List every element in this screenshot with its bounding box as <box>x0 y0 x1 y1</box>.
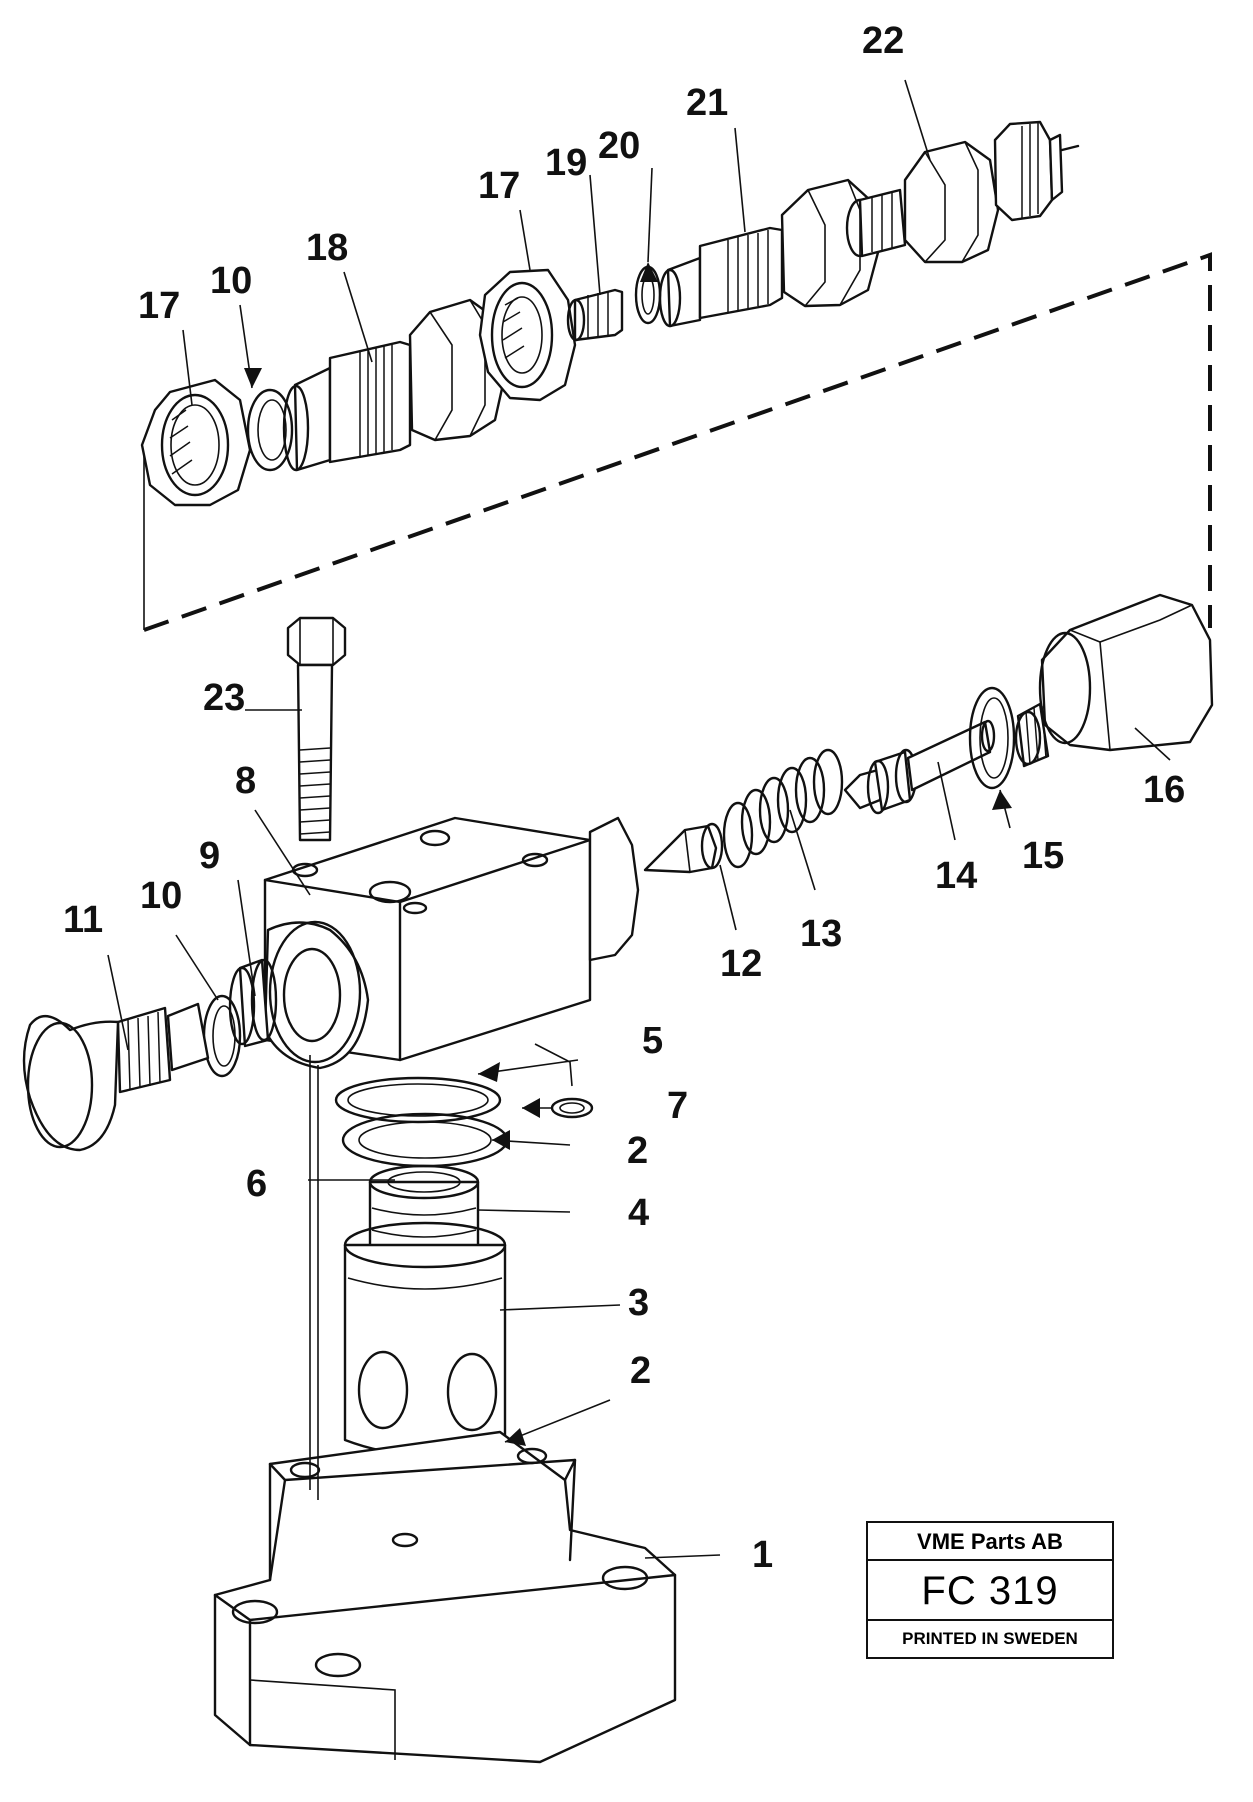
callout-7: 7 <box>667 1085 688 1127</box>
part-14-piston <box>843 719 996 815</box>
part-11-plug <box>22 1002 210 1152</box>
part-17-nut-right <box>478 268 577 402</box>
callout-arrows <box>244 262 1012 1446</box>
callout-12: 12 <box>720 943 762 985</box>
part-22-adapter <box>845 120 1080 264</box>
callout-17-right: 17 <box>478 165 520 207</box>
part-3-sleeve <box>343 1221 507 1457</box>
callout-8: 8 <box>235 760 256 802</box>
callout-23: 23 <box>203 677 245 719</box>
part-9-sleeve <box>228 958 278 1048</box>
part-17-nut-left <box>140 378 252 507</box>
callout-21: 21 <box>686 82 728 124</box>
callout-17-left: 17 <box>138 285 180 327</box>
callout-2-upper: 2 <box>627 1130 648 1172</box>
part-12-poppet <box>643 822 724 874</box>
title-code: FC 319 <box>868 1561 1112 1621</box>
part-18-fitting <box>282 298 507 472</box>
title-footer: PRINTED IN SWEDEN <box>902 1629 1078 1648</box>
callout-13: 13 <box>800 913 842 955</box>
callout-15: 15 <box>1022 835 1064 877</box>
leader-lines <box>107 79 1171 1559</box>
callout-20: 20 <box>598 125 640 167</box>
part-16-cap <box>1014 593 1214 768</box>
title-block: VME Parts AB FC 319 PRINTED IN SWEDEN <box>866 1521 1114 1659</box>
part-5-o-ring <box>334 1076 502 1124</box>
part-19-pin <box>566 288 624 342</box>
callout-4: 4 <box>628 1192 649 1234</box>
callout-10-left: 10 <box>140 875 182 917</box>
part-23-bolt <box>286 616 347 842</box>
part-1-base-housing <box>213 1430 677 1764</box>
callout-numbers: 1 2 2 3 4 5 6 7 8 9 10 11 12 13 14 15 16… <box>63 20 1185 1576</box>
callout-22: 22 <box>862 20 904 62</box>
callout-2-lower: 2 <box>630 1350 651 1392</box>
part-21-fitting <box>658 178 882 328</box>
callout-16: 16 <box>1143 769 1185 811</box>
part-8-valve-block <box>263 816 640 1087</box>
part-13-spring <box>722 748 844 869</box>
title-company: VME Parts AB <box>868 1523 1112 1561</box>
callout-3: 3 <box>628 1282 649 1324</box>
callout-14: 14 <box>935 855 977 897</box>
callout-1: 1 <box>752 1534 773 1576</box>
callout-9: 9 <box>199 835 220 877</box>
part-10-washer-left <box>202 994 242 1078</box>
callout-18: 18 <box>306 227 348 269</box>
callout-5: 5 <box>642 1020 663 1062</box>
part-2-ring-upper <box>341 1112 509 1168</box>
part-15-washer <box>968 686 1016 790</box>
callout-11: 11 <box>63 899 103 941</box>
part-7-small-o-ring <box>550 1097 594 1119</box>
callout-10-top: 10 <box>210 260 252 302</box>
callout-6: 6 <box>246 1163 267 1205</box>
part-10-washer-top <box>246 388 294 472</box>
callout-19: 19 <box>545 142 587 184</box>
